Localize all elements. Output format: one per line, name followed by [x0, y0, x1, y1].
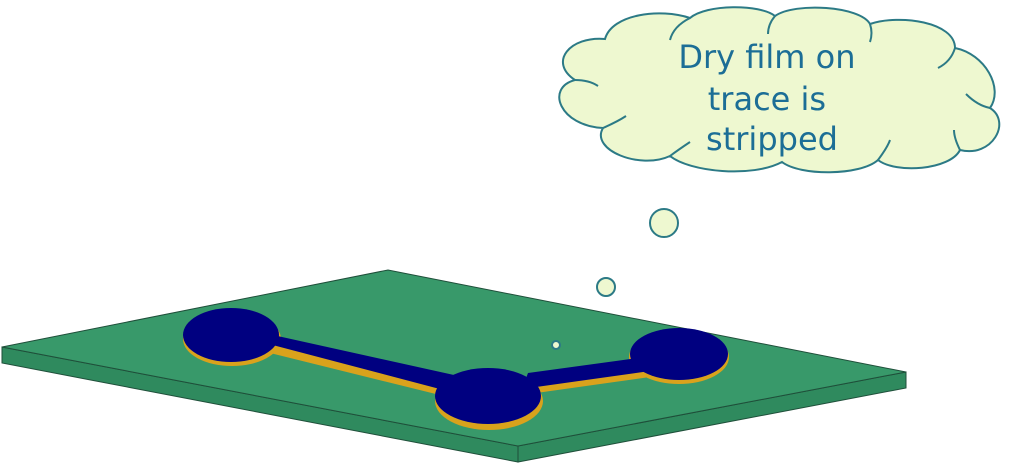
- cloud-shape: [558, 6, 1001, 174]
- thought-bubble-large: [649, 208, 679, 238]
- thought-bubble-medium: [596, 277, 616, 297]
- callout-line-1: Dry film on: [678, 38, 855, 76]
- dry-film-trace-left: [265, 335, 463, 393]
- cloud-callout: Dry film on trace is stripped: [558, 6, 1001, 174]
- cloud-crease-2: [767, 15, 776, 35]
- cloud-crease-5: [965, 93, 991, 109]
- cloud-crease-1: [669, 17, 691, 41]
- callout-line-3: stripped: [706, 120, 838, 158]
- cloud-crease-6: [953, 129, 961, 151]
- svg-text:Dry film on trace is: Dry film on trace is stripped: [678, 38, 865, 158]
- cloud-crease-9: [602, 115, 627, 129]
- thought-bubbles: [551, 208, 679, 350]
- thought-bubble-small: [551, 340, 561, 350]
- cloud-crease-10: [574, 79, 599, 87]
- cloud-crease-8: [669, 141, 691, 157]
- dry-film-pad-right: [630, 328, 728, 380]
- cloud-crease-4: [937, 47, 956, 69]
- callout-line-2: trace is: [708, 80, 826, 118]
- dry-film-pad-middle: [435, 368, 541, 424]
- cloud-crease-7: [877, 139, 891, 161]
- dry-film-layer: [183, 308, 728, 424]
- cloud-crease-3: [869, 23, 873, 43]
- dry-film-trace-right: [522, 357, 650, 389]
- circuit-board: [1, 269, 907, 463]
- dry-film-pad-left: [183, 308, 279, 362]
